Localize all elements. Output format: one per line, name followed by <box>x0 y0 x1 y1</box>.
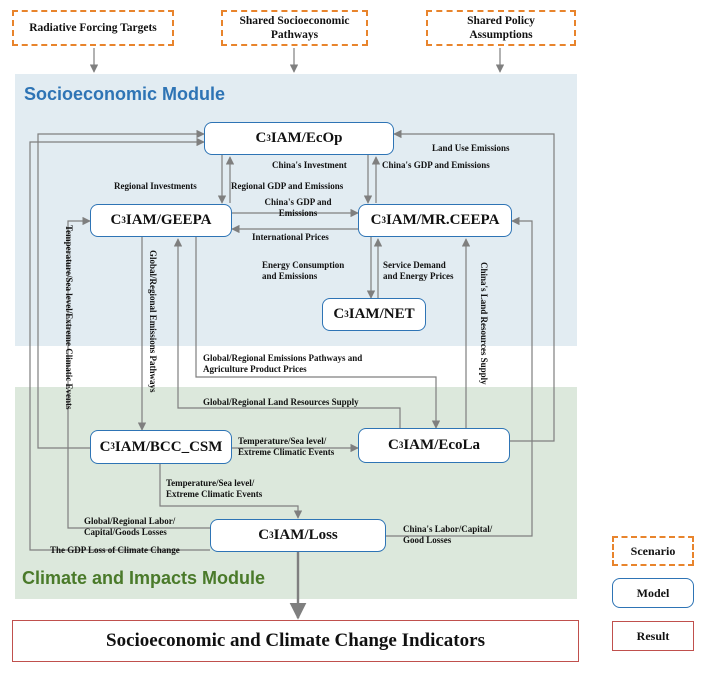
legend-scenario: Scenario <box>612 536 694 566</box>
result-indicators: Socioeconomic and Climate Change Indicat… <box>12 620 579 662</box>
climate-module-area <box>15 387 577 599</box>
label-china-investment: China's Investment <box>272 160 347 170</box>
legend-scenario-label: Scenario <box>630 544 676 558</box>
arrow-loss-geepa <box>67 216 210 529</box>
label-temp-ecola: Temperature/Sea level/ Extreme Climatic … <box>238 436 334 458</box>
label-temp-loss-line2: Extreme Climatic Events <box>166 489 263 499</box>
label-regional-investments: Regional Investments <box>114 181 197 191</box>
label-energy-consumption: Energy Consumption and Emissions <box>262 260 344 282</box>
result-indicators-label: Socioeconomic and Climate Change Indicat… <box>106 630 485 651</box>
label-global-pathways-line1: Global/Regional Emissions Pathways and <box>203 353 363 363</box>
model-superscript: 3 <box>266 132 271 143</box>
label-china-labor-line1: China's Labor/Capital/ <box>403 524 493 534</box>
label-temp-loss-line1: Temperature/Sea level/ <box>166 478 255 488</box>
model-prefix: C <box>255 130 267 146</box>
legend-result-label: Result <box>636 628 670 643</box>
label-china-land-vertical: China's Land Resources Supply <box>479 262 489 385</box>
model-superscript: 3 <box>269 529 274 540</box>
scenario-spa-line1: Shared Policy <box>467 15 535 27</box>
label-china-gdp-line1: China's GDP and <box>264 197 332 207</box>
label-regional-gdp-emissions: Regional GDP and Emissions <box>231 181 344 191</box>
arrow-loss-mrceepa <box>386 216 533 537</box>
model-prefix: C <box>370 212 382 228</box>
label-temp-ecola-line1: Temperature/Sea level/ <box>238 436 327 446</box>
scenario-ssp-line1: Shared Socioeconomic <box>239 15 350 27</box>
label-global-emissions-vertical: Global/Regional Emissions Pathways <box>148 250 158 393</box>
model-loss-label: IAM/Loss <box>273 527 338 543</box>
scenario-spa-line2: Assumptions <box>469 29 533 41</box>
model-superscript: 3 <box>121 214 126 225</box>
model-prefix: C <box>387 437 399 453</box>
label-china-gdp-geepa: China's GDP and Emissions <box>250 197 346 219</box>
label-china-labor-line2: Good Losses <box>403 535 452 545</box>
model-superscript: 3 <box>398 439 404 450</box>
model-geepa-label: IAM/GEEPA <box>125 212 212 228</box>
climate-module-title: Climate and Impacts Module <box>22 568 266 588</box>
model-superscript: 3 <box>110 441 115 451</box>
legend-model-label: Model <box>636 585 670 600</box>
arrow-geepa-ecola <box>195 237 441 429</box>
model-prefix: C <box>258 527 270 543</box>
label-global-pathways: Global/Regional Emissions Pathways and A… <box>203 353 362 375</box>
label-energy-line1: Energy Consumption <box>262 260 345 270</box>
label-energy-line2: and Emissions <box>262 271 318 281</box>
legend-result: Result <box>612 621 694 651</box>
label-gdp-loss: The GDP Loss of Climate Change <box>50 545 180 555</box>
model-prefix: C <box>333 306 345 322</box>
socioeconomic-module-title: Socioeconomic Module <box>24 84 226 104</box>
label-china-gdp-line2: Emissions <box>278 208 318 218</box>
label-china-labor: China's Labor/Capital/ Good Losses <box>403 524 492 546</box>
label-international-prices: International Prices <box>252 232 329 242</box>
model-superscript: 3 <box>344 308 349 319</box>
arrow-bcc-ecop <box>37 129 205 449</box>
model-bcc-label: IAM/BCC_CSM <box>114 438 223 455</box>
label-service-line2: and Energy Prices <box>383 271 454 281</box>
model-ecop-label: IAM/EcOp <box>270 130 343 146</box>
scenario-spa: Shared Policy Assumptions <box>426 10 576 46</box>
model-ecola-label: IAM/EcoLa <box>403 437 480 453</box>
model-net-label: IAM/NET <box>348 306 415 322</box>
scenario-ssp: Shared Socioeconomic Pathways <box>221 10 368 46</box>
label-service-line1: Service Demand <box>383 260 446 270</box>
label-service-demand: Service Demand and Energy Prices <box>383 260 454 282</box>
label-temp-ecola-line2: Extreme Climatic Events <box>238 447 335 457</box>
label-labor-losses: Global/Regional Labor/ Capital/Goods Los… <box>84 516 175 538</box>
model-prefix: C <box>110 212 122 228</box>
legend-model: Model <box>612 578 694 608</box>
arrow-loss-ecop <box>29 137 210 551</box>
scenario-radiative-label: Radiative Forcing Targets <box>29 22 157 34</box>
model-prefix: C <box>99 438 111 455</box>
model-superscript: 3 <box>381 214 386 225</box>
label-global-pathways-line2: Agriculture Product Prices <box>203 364 307 374</box>
arrow-ecola-ecop <box>393 129 555 442</box>
label-temp-loss: Temperature/Sea level/ Extreme Climatic … <box>166 478 262 500</box>
arrow-bcc-loss <box>159 464 303 519</box>
arrow-ecola-geepa <box>173 238 401 428</box>
label-labor-line1: Global/Regional Labor/ <box>84 516 176 526</box>
label-temp-sea-vertical: Temperature/Sea level/Extreme Climatic E… <box>64 225 74 410</box>
label-land-use-emissions: Land Use Emissions <box>432 143 510 153</box>
label-china-gdp-emissions: China's GDP and Emissions <box>382 160 490 170</box>
scenario-ssp-line2: Pathways <box>270 29 319 41</box>
label-labor-line2: Capital/Goods Losses <box>84 527 167 537</box>
label-global-land: Global/Regional Land Resources Supply <box>203 397 359 407</box>
model-mrceepa-label: IAM/MR.CEEPA <box>385 212 500 228</box>
scenario-radiative-forcing: Radiative Forcing Targets <box>12 10 174 46</box>
